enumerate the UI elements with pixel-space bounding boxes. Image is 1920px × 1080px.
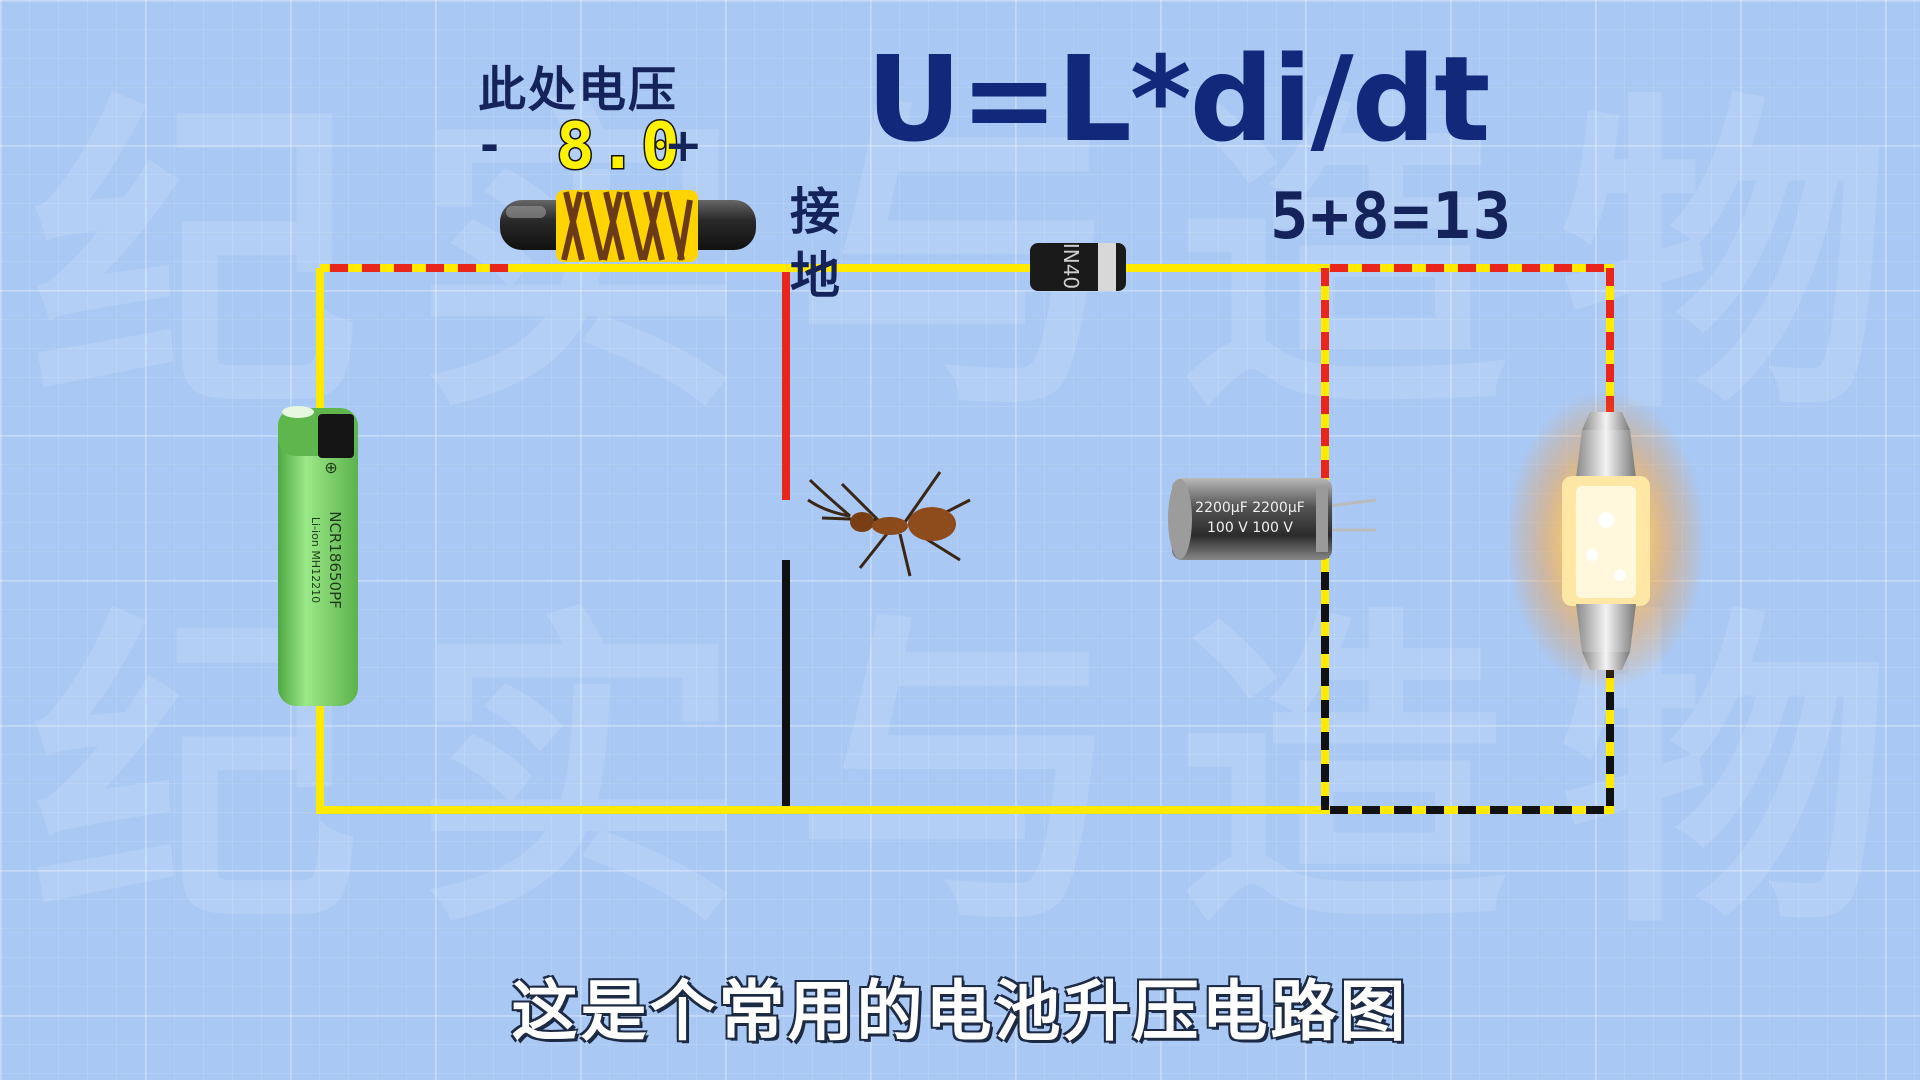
diode: IN40 <box>1030 243 1126 291</box>
capacitor-marking-2: 100 V 100 V <box>1207 520 1293 536</box>
wire-ground-overlay <box>1321 540 1614 814</box>
voltage-seven-segment-display: 8.0 <box>555 109 684 186</box>
inductor <box>500 190 756 262</box>
battery-label-line1: NCR18650PF <box>326 511 344 609</box>
diode-marking: IN40 <box>1059 243 1083 289</box>
lamp-bulb <box>1506 390 1706 690</box>
capacitor: 2200µF 2200µF 100 V 100 V <box>1168 478 1377 560</box>
battery-plus-mark: ⊕ <box>322 461 341 474</box>
battery: NCR18650PF Li-ion MH12210 ⊕ <box>278 406 358 706</box>
sum-seven-segment-display: 5+8=13 <box>1270 180 1514 254</box>
ant <box>807 471 971 577</box>
inductor-formula: U=L*di/dt <box>866 30 1490 168</box>
voltage-minus-sign: - <box>480 118 500 172</box>
ground-label: 接地 <box>790 183 840 305</box>
video-subtitle: 这是个常用的电池升压电路图 <box>511 973 1409 1050</box>
voltage-panel-title: 此处电压 <box>478 62 679 118</box>
voltage-plus-sign: + <box>664 118 703 172</box>
battery-label-line2: Li-ion MH12210 <box>309 517 322 603</box>
inductor-coil <box>556 190 698 262</box>
capacitor-marking-1: 2200µF 2200µF <box>1195 500 1305 516</box>
wire-main-loop <box>316 264 1614 814</box>
wire-positive-overlay <box>330 264 1614 520</box>
